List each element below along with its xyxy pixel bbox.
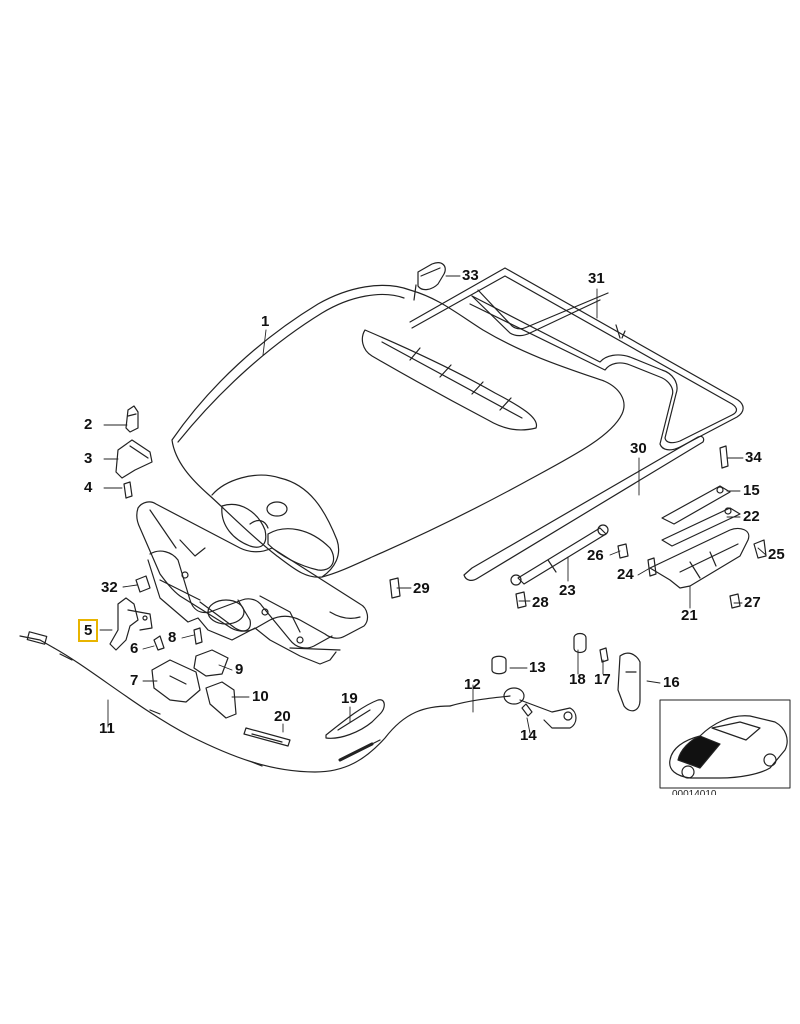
- release-cable: [19, 631, 451, 773]
- part-label-21: 21: [681, 607, 698, 624]
- part-label-14: 14: [520, 727, 537, 744]
- gas-strut-group: [389, 445, 729, 609]
- hinge-part-group: [573, 485, 731, 712]
- part-label-23: 23: [559, 582, 576, 599]
- part-label-25: 25: [768, 546, 785, 563]
- part-label-6: 6: [130, 640, 139, 657]
- part-label-34: 34: [745, 449, 762, 466]
- part-label-29: 29: [413, 580, 430, 597]
- release-lever-group: [243, 699, 385, 747]
- part-label-33: 33: [462, 267, 479, 284]
- part-label-4: 4: [84, 479, 93, 496]
- part-label-12: 12: [464, 676, 481, 693]
- part-label-24: 24: [617, 566, 634, 583]
- part-label-3: 3: [84, 450, 93, 467]
- part-label-13: 13: [529, 659, 546, 676]
- hood-hinge-group: [617, 507, 767, 609]
- part-label-5-highlighted: 5: [78, 619, 99, 642]
- part-label-17: 17: [594, 671, 611, 688]
- hood-lock-group: [109, 575, 237, 719]
- front-carrier-panel: [136, 501, 369, 665]
- part-label-20: 20: [274, 708, 291, 725]
- hood-seal-frame: [409, 267, 744, 581]
- part-label-11: 11: [99, 720, 115, 737]
- part-label-15: 15: [743, 482, 760, 499]
- part-label-10: 10: [252, 688, 269, 705]
- part-label-16: 16: [663, 674, 680, 691]
- part-label-26: 26: [587, 547, 604, 564]
- part-2-3-4-bracket-group: [115, 405, 153, 499]
- part-label-28: 28: [532, 594, 549, 611]
- vehicle-thumbnail: [659, 699, 791, 789]
- part-label-7: 7: [130, 672, 139, 689]
- part-label-18: 18: [569, 671, 586, 688]
- part-label-31: 31: [588, 270, 605, 287]
- part-label-9: 9: [235, 661, 244, 678]
- part-label-22: 22: [743, 508, 760, 525]
- part-label-30: 30: [630, 440, 647, 457]
- hood-panel: [171, 284, 625, 578]
- part-label-27: 27: [744, 594, 761, 611]
- part-label-32: 32: [101, 579, 118, 596]
- part-33-clip: [413, 262, 446, 301]
- part-label-19: 19: [341, 690, 358, 707]
- part-label-2: 2: [84, 416, 93, 433]
- leader-lines: [99, 275, 767, 734]
- release-handle-group: [449, 655, 577, 729]
- diagram-reference-code: 00014010: [672, 789, 717, 795]
- part-label-8: 8: [168, 629, 177, 646]
- part-label-1: 1: [261, 313, 270, 330]
